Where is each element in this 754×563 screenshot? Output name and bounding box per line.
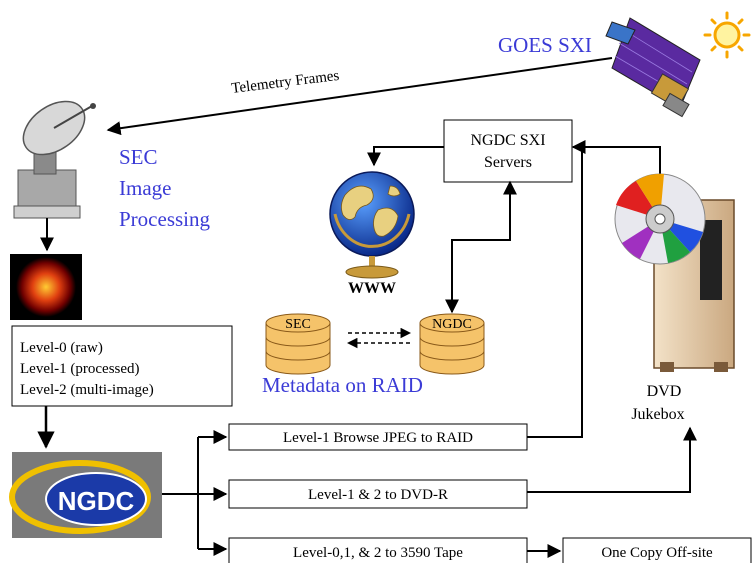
sec-processing-line1: SEC — [119, 145, 158, 169]
servers-to-www-path — [367, 146, 444, 167]
browse-to-servers-path — [527, 140, 586, 438]
tape-label: Level-0,1, & 2 to 3590 Tape — [293, 545, 463, 561]
sec-processing-line3: Processing — [119, 207, 210, 231]
sec-processing-line2: Image — [119, 176, 171, 200]
metadata-caption: Metadata on RAID — [262, 373, 423, 397]
level0-label: Level-0 (raw) — [20, 340, 103, 356]
offsite-label: One Copy Off-site — [601, 545, 713, 561]
offsite-box — [562, 537, 752, 563]
telemetry-arrow — [106, 57, 613, 136]
sec-disk-label: SEC — [285, 317, 311, 332]
level2-label: Level-2 (multi-image) — [20, 382, 154, 398]
sec-disk-stack — [265, 313, 331, 375]
ngdc-logo: NGDC — [9, 452, 162, 538]
browse-jpeg-label: Level-1 Browse JPEG to RAID — [283, 430, 473, 446]
sun-image — [10, 254, 82, 320]
level1-label: Level-1 (processed) — [20, 361, 140, 377]
ngdc-disk-stack — [419, 313, 485, 375]
dvdr-box — [228, 479, 528, 509]
tape-box — [228, 537, 528, 563]
servers-box — [443, 119, 573, 183]
ngdc-disk-label: NGDC — [432, 317, 472, 332]
dvdr-to-jukebox-path — [527, 426, 697, 493]
telemetry-label: Telemetry Frames — [231, 68, 341, 97]
dvd-label-line2: Jukebox — [631, 406, 684, 423]
jukebox-to-servers-path — [582, 146, 661, 178]
goes-sxi-title: GOES SXI — [498, 33, 592, 57]
satellite-icon — [605, 17, 701, 118]
servers-to-metadata-path — [445, 180, 517, 314]
levels-box — [11, 325, 233, 407]
globe-icon — [329, 171, 415, 279]
branch-connectors — [162, 430, 228, 556]
satellite-dish-icon — [13, 100, 96, 219]
sun-icon — [703, 11, 751, 59]
browse-jpeg-box — [228, 423, 528, 451]
dvd-label-line1: DVD — [647, 383, 682, 400]
servers-line1: NGDC SXI — [470, 132, 545, 149]
dvd-disc-icon — [614, 173, 706, 265]
dvdr-label: Level-1 & 2 to DVD-R — [308, 487, 448, 503]
www-label: WWW — [348, 280, 396, 297]
ngdc-logo-text: NGDC — [58, 486, 135, 516]
servers-line2: Servers — [484, 154, 532, 171]
